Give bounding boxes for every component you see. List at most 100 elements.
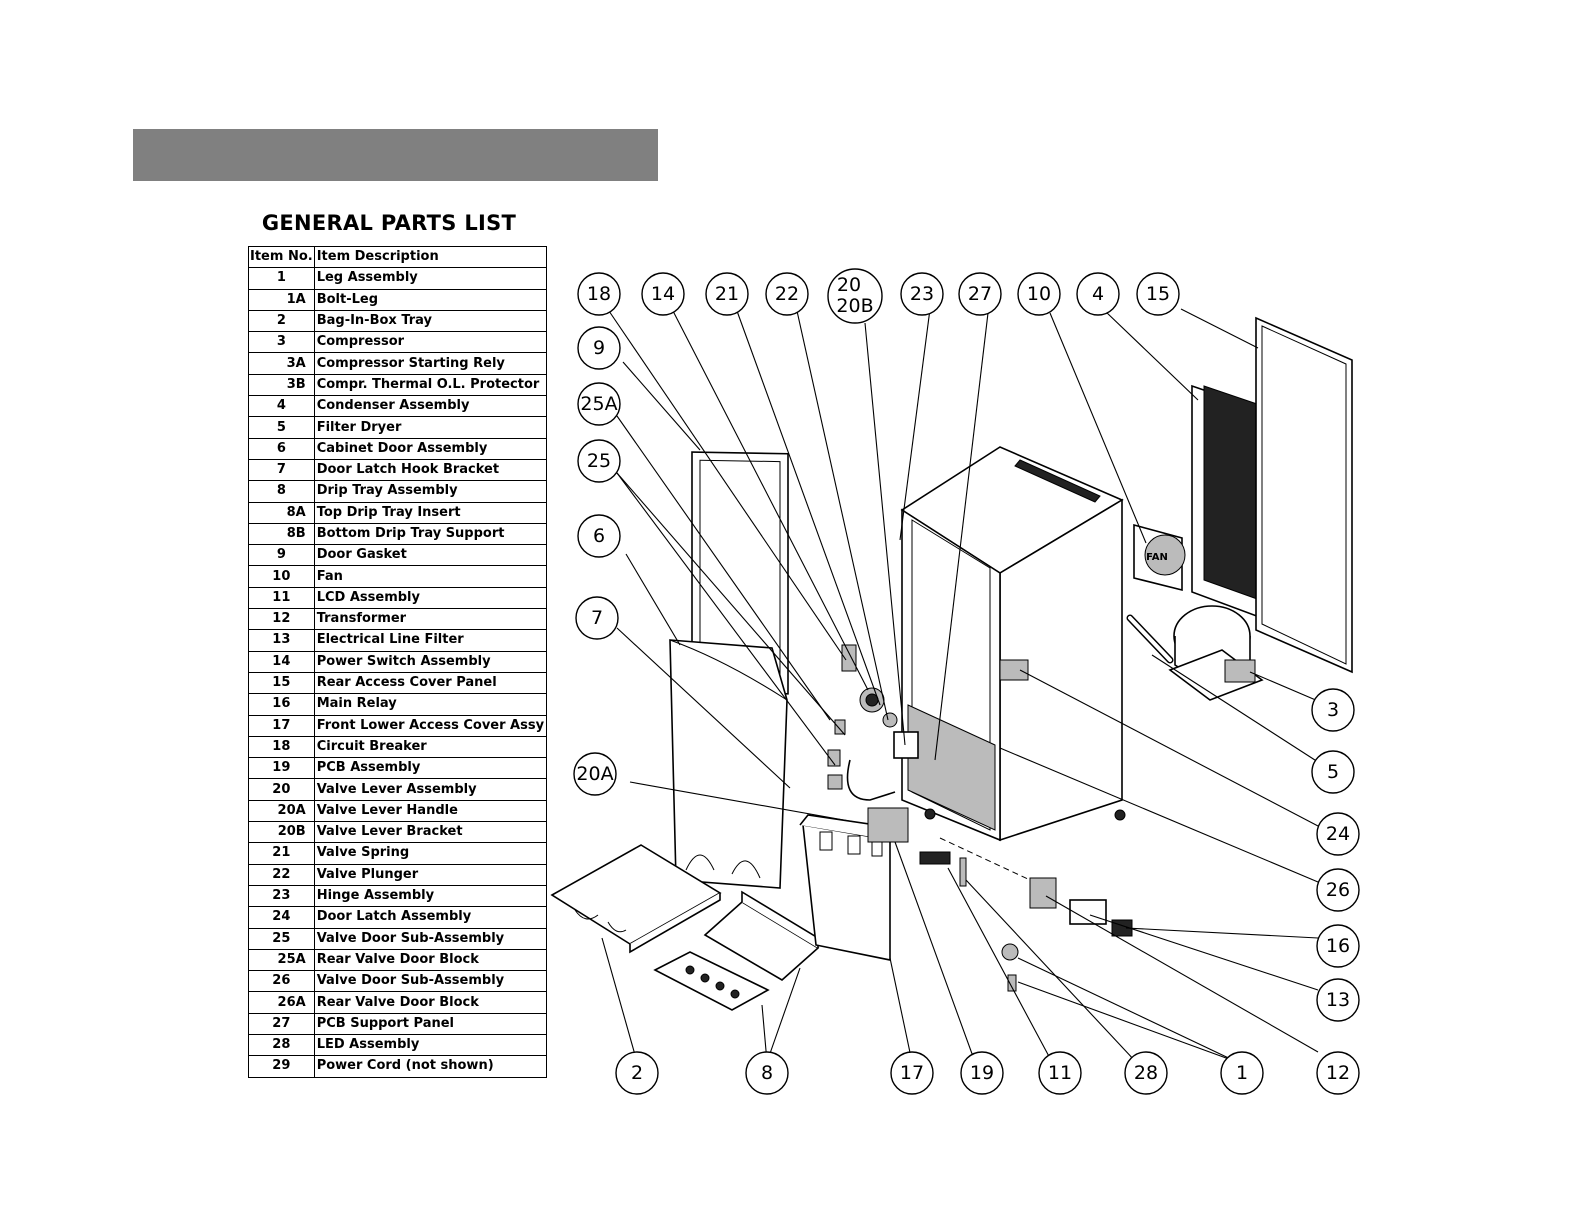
- item-description: Hinge Assembly: [313, 884, 548, 908]
- svg-text:17: 17: [900, 1062, 924, 1084]
- svg-text:25A: 25A: [580, 393, 617, 415]
- callout-12: 12: [1316, 1051, 1360, 1095]
- item-description: Top Drip Tray Insert: [313, 501, 548, 524]
- svg-text:24: 24: [1326, 823, 1350, 845]
- drip-tray: [653, 890, 820, 1011]
- callout-14: 14: [641, 272, 685, 316]
- callout-11: 11: [1038, 1051, 1082, 1095]
- callout-20a: 20A: [573, 752, 617, 796]
- svg-text:11: 11: [1048, 1062, 1072, 1084]
- callout-17: 17: [890, 1051, 934, 1095]
- svg-text:7: 7: [591, 607, 603, 629]
- callout-27: 27: [958, 272, 1002, 316]
- leg: [1001, 943, 1019, 961]
- svg-text:2: 2: [631, 1062, 643, 1084]
- lcd-assembly: [919, 851, 951, 865]
- callout-23: 23: [900, 272, 944, 316]
- item-description: Door Gasket: [313, 544, 548, 567]
- rear-access-panel: [1255, 316, 1353, 674]
- item-description: Condenser Assembly: [313, 395, 548, 418]
- callout-10: 10: [1017, 272, 1061, 316]
- condenser: [1191, 384, 1263, 620]
- svg-text:19: 19: [970, 1062, 994, 1084]
- svg-text:22: 22: [775, 283, 799, 305]
- callout-8: 8: [745, 1051, 789, 1095]
- callout-20-text: 20: [837, 274, 861, 296]
- item-number: 28: [248, 1033, 315, 1057]
- callout-13: 13: [1316, 978, 1360, 1022]
- item-description: Bottom Drip Tray Support: [313, 522, 548, 546]
- item-description: Compressor Starting Rely: [313, 352, 548, 375]
- svg-text:3: 3: [1327, 699, 1339, 721]
- callout-21: 21: [705, 272, 749, 316]
- svg-text:23: 23: [910, 283, 934, 305]
- item-description: Valve Door Sub-Assembly: [313, 970, 548, 993]
- header-item-description: Item Description: [313, 245, 548, 269]
- cabinet-body: [900, 446, 1126, 842]
- item-description: Rear Valve Door Block: [313, 991, 548, 1014]
- parts-list-title: GENERAL PARTS LIST: [261, 211, 517, 235]
- section-header-bar: [133, 129, 658, 181]
- callout-2: 2: [615, 1051, 659, 1095]
- item-description: Valve Lever Bracket: [313, 821, 548, 844]
- svg-text:8: 8: [761, 1062, 773, 1084]
- header-item-no: Item No.: [248, 245, 315, 269]
- drip-tray-holes: [685, 965, 740, 999]
- door-gasket: [691, 451, 789, 695]
- svg-text:20A: 20A: [576, 763, 613, 785]
- svg-text:6: 6: [593, 525, 605, 547]
- item-number: 15: [248, 671, 315, 695]
- callout-25: 25: [577, 439, 621, 483]
- compressor: [1168, 605, 1264, 701]
- item-description: Power Cord (not shown): [313, 1055, 548, 1078]
- svg-text:14: 14: [651, 283, 675, 305]
- transformer: [1029, 877, 1057, 909]
- item-description: Valve Lever Assembly: [313, 778, 548, 801]
- callouts: 18 14 21 22 20 20B 23 27 10 4 15 9 25A 2…: [573, 268, 1360, 1095]
- item-description: Valve Door Sub-Assembly: [313, 927, 548, 950]
- callout-9: 9: [577, 326, 621, 370]
- cabinet-door: [669, 639, 788, 889]
- callout-15: 15: [1136, 272, 1180, 316]
- fan: FAN: [1133, 523, 1186, 592]
- callout-7: 7: [575, 596, 619, 640]
- svg-text:1: 1: [1236, 1062, 1248, 1084]
- internal-parts: [827, 644, 1133, 992]
- callout-18: 18: [577, 272, 621, 316]
- item-description: Power Switch Assembly: [313, 650, 548, 673]
- callout-1: 1: [1220, 1051, 1264, 1095]
- item-description: Filter Dryer: [313, 416, 548, 439]
- svg-text:21: 21: [715, 283, 739, 305]
- callout-24: 24: [1316, 812, 1360, 856]
- callout-4: 4: [1076, 272, 1120, 316]
- svg-text:25: 25: [587, 450, 611, 472]
- callout-28: 28: [1124, 1051, 1168, 1095]
- fan-label: FAN: [1146, 552, 1168, 563]
- svg-text:5: 5: [1327, 761, 1339, 783]
- callout-16: 16: [1316, 924, 1360, 968]
- svg-text:12: 12: [1326, 1062, 1350, 1084]
- item-number: 19: [248, 757, 315, 780]
- parts-table-header-row: Item No. Item Description: [248, 245, 548, 269]
- svg-text:15: 15: [1146, 283, 1170, 305]
- pcb-assembly: [867, 807, 909, 843]
- item-number: 11: [248, 586, 315, 610]
